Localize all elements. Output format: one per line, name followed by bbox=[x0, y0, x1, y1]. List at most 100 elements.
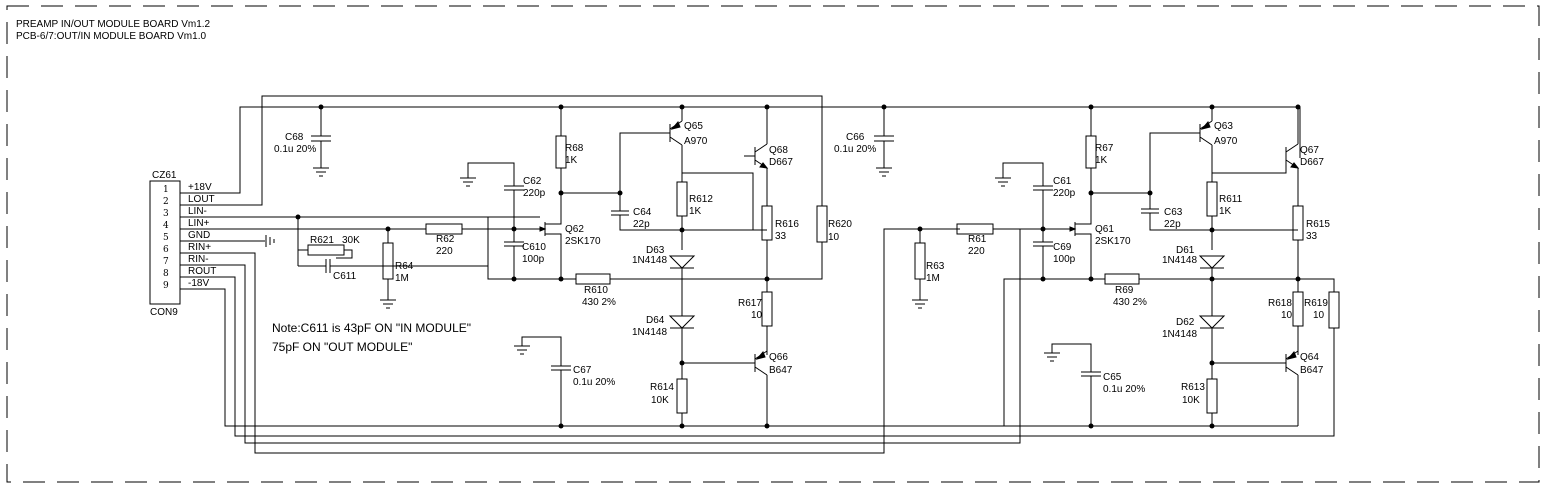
q66-ref: Q66 bbox=[769, 352, 788, 363]
r620-resistor: R620 10 bbox=[767, 205, 852, 280]
r621-ref: R621 bbox=[310, 235, 334, 246]
note-line-1: Note:C611 is 43pF ON "IN MODULE" bbox=[272, 321, 471, 335]
q67-part: D667 bbox=[1300, 157, 1324, 168]
r68-value: 1K bbox=[565, 155, 578, 166]
q65-transistor: Q65 A970 bbox=[669, 104, 708, 182]
pin-signal: GND bbox=[188, 230, 210, 241]
r617-ref: R617 bbox=[738, 298, 762, 309]
pin-signal: +18V bbox=[188, 182, 212, 193]
c64-ref: C64 bbox=[633, 207, 652, 218]
q67-ref: Q67 bbox=[1300, 145, 1319, 156]
c65-value: 0.1u 20% bbox=[1103, 384, 1145, 395]
d63-diode: D63 1N4148 bbox=[632, 245, 696, 316]
c69-capacitor: C69 100p bbox=[1033, 241, 1076, 282]
r613-ref: R613 bbox=[1181, 382, 1205, 393]
r611-resistor: R611 1K bbox=[1206, 181, 1243, 250]
pin-signal: RIN+ bbox=[188, 242, 211, 253]
q64-part: B647 bbox=[1300, 365, 1324, 376]
r611-value: 1K bbox=[1219, 206, 1232, 217]
c63-capacitor: C63 22p bbox=[1141, 207, 1298, 231]
q61-part: 2SK170 bbox=[1095, 236, 1131, 247]
pin-number: 6 bbox=[163, 245, 169, 255]
pin-signal: LIN+ bbox=[188, 218, 210, 229]
pin-signal: LIN- bbox=[188, 206, 207, 217]
c62-ref: C62 bbox=[523, 176, 542, 187]
r620-ref: R620 bbox=[828, 219, 852, 230]
r618-value: 10 bbox=[1281, 310, 1293, 321]
r619-resistor: R619 10 bbox=[1304, 291, 1340, 329]
r61-resistor: R61 220 bbox=[956, 223, 1070, 257]
q68-part: D667 bbox=[769, 157, 793, 168]
d61-ref: D61 bbox=[1176, 245, 1195, 256]
c65-ref: C65 bbox=[1103, 372, 1122, 383]
r613-value: 10K bbox=[1182, 395, 1200, 406]
r61-ref: R61 bbox=[968, 234, 987, 245]
c67-capacitor: C67 0.1u 20% bbox=[514, 336, 615, 426]
c61-capacitor: C61 220p bbox=[995, 162, 1076, 242]
c68-value: 0.1u 20% bbox=[274, 144, 316, 155]
r610-value: 430 2% bbox=[582, 297, 616, 308]
r611-ref: R611 bbox=[1219, 194, 1243, 205]
q61-transistor: Q61 2SK170 bbox=[1069, 215, 1131, 282]
q64-transistor: Q64 B647 bbox=[1212, 350, 1324, 426]
r620-value: 10 bbox=[828, 232, 840, 243]
r619-ref: R619 bbox=[1304, 298, 1328, 309]
pin-signal: RIN- bbox=[188, 254, 209, 265]
q67-transistor: Q67 D667 bbox=[1285, 104, 1324, 206]
d63-part: 1N4148 bbox=[632, 255, 667, 266]
c62-capacitor: C62 220p bbox=[460, 162, 546, 242]
q65-part: A970 bbox=[684, 136, 708, 147]
q61-ref: Q61 bbox=[1095, 224, 1114, 235]
c64-value: 22p bbox=[633, 219, 650, 230]
r69-ref: R69 bbox=[1115, 285, 1134, 296]
r62-value: 220 bbox=[436, 246, 453, 257]
pin-number: 7 bbox=[163, 257, 169, 267]
r61-value: 220 bbox=[968, 246, 985, 257]
pin-number: 2 bbox=[163, 197, 169, 207]
d63-ref: D63 bbox=[646, 245, 665, 256]
pin-number: 1 bbox=[163, 185, 169, 195]
connector-part: CON9 bbox=[150, 307, 178, 318]
page-border bbox=[6, 5, 1540, 483]
c65-capacitor: C65 0.1u 20% bbox=[1044, 343, 1145, 426]
pin-signal: LOUT bbox=[188, 194, 215, 205]
r614-value: 10K bbox=[651, 395, 669, 406]
c61-ref: C61 bbox=[1053, 176, 1072, 187]
d61-part: 1N4148 bbox=[1162, 255, 1197, 266]
r63-ref: R63 bbox=[926, 261, 945, 272]
r69-resistor: R69 430 2% bbox=[1020, 273, 1298, 308]
r67-resistor: R67 1K bbox=[1085, 104, 1114, 215]
r615-ref: R615 bbox=[1306, 219, 1330, 230]
q62-transistor: Q62 2SK170 bbox=[539, 215, 601, 282]
q68-transistor: Q68 D667 bbox=[744, 104, 793, 206]
c66-value: 0.1u 20% bbox=[834, 144, 876, 155]
c610-value: 100p bbox=[522, 254, 545, 265]
c69-value: 100p bbox=[1053, 254, 1076, 265]
d62-ref: D62 bbox=[1176, 317, 1195, 328]
q68-ref: Q68 bbox=[769, 145, 788, 156]
r615-value: 33 bbox=[1306, 231, 1318, 242]
r612-value: 1K bbox=[689, 206, 702, 217]
r610-ref: R610 bbox=[584, 285, 608, 296]
r617-resistor: R617 10 bbox=[738, 291, 773, 355]
q63-ref: Q63 bbox=[1214, 121, 1233, 132]
c611-ref: C611 bbox=[333, 271, 357, 282]
q62-ref: Q62 bbox=[565, 224, 584, 235]
d62-diode: D62 1N4148 bbox=[1162, 315, 1226, 379]
c63-value: 22p bbox=[1164, 219, 1181, 230]
d64-part: 1N4148 bbox=[632, 327, 667, 338]
r63-value: 1M bbox=[926, 273, 940, 284]
r67-value: 1K bbox=[1095, 155, 1108, 166]
note-line-2: 75pF ON "OUT MODULE" bbox=[272, 340, 412, 354]
connector-ref: CZ61 bbox=[152, 170, 177, 181]
c64-capacitor: C64 22p bbox=[611, 207, 767, 231]
d61-diode: D61 1N4148 bbox=[1162, 245, 1226, 316]
q62-part: 2SK170 bbox=[565, 236, 601, 247]
r618-ref: R618 bbox=[1268, 298, 1292, 309]
c610-capacitor: C610 100p bbox=[504, 241, 546, 282]
r614-resistor: R614 10K bbox=[650, 378, 688, 426]
r62-ref: R62 bbox=[436, 234, 455, 245]
c69-ref: C69 bbox=[1053, 242, 1072, 253]
r612-resistor: R612 1K bbox=[676, 181, 713, 250]
